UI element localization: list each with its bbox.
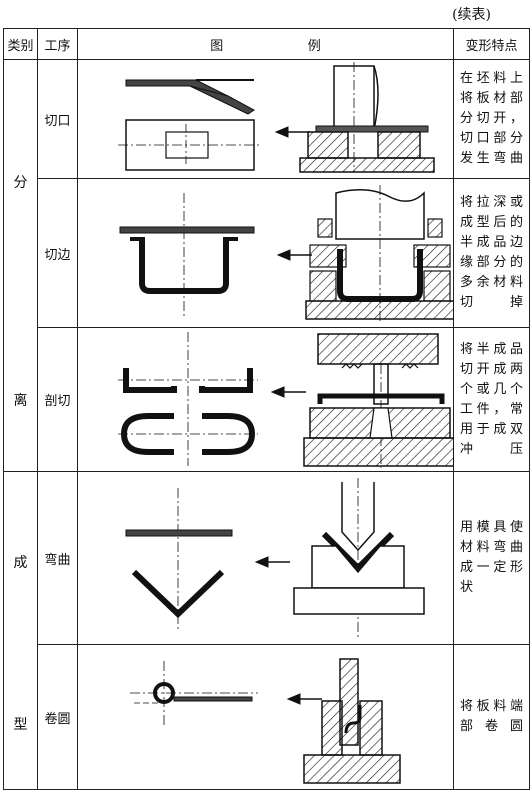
header-figure: 图例 xyxy=(77,28,454,60)
figure-curling xyxy=(77,644,454,790)
feature-cell: 将板料端部卷圆 xyxy=(453,644,530,790)
bending-diagram xyxy=(125,478,425,640)
table-row: 分 离 切口 xyxy=(3,59,530,472)
curling-diagram xyxy=(130,658,401,784)
header-category: 类别 xyxy=(3,28,38,60)
feature-cell: 将拉深或成型后的半成品边缘部分的多余材料切掉 xyxy=(453,178,530,328)
header-process: 工序 xyxy=(37,28,78,60)
category-char: 型 xyxy=(13,717,28,733)
category-separation: 分 离 xyxy=(3,59,38,472)
category-char: 分 xyxy=(13,175,28,191)
feature-cell: 在坯料上将板材部分切开，切口部分发生弯曲 xyxy=(453,59,530,179)
table-row: 切边 xyxy=(4,178,530,328)
table-row: 卷圆 xyxy=(4,644,530,790)
slitting-diagram xyxy=(118,332,454,468)
figure-trimming xyxy=(77,178,454,328)
header-row: 类别 工序 图例 变形特点 xyxy=(3,28,530,60)
process-cell: 切边 xyxy=(37,178,78,328)
figure-bending xyxy=(77,471,454,645)
category-char: 离 xyxy=(13,393,28,409)
header-feature: 变形特点 xyxy=(453,28,530,60)
category-forming: 成 型 xyxy=(3,471,38,790)
continued-label: (续表) xyxy=(452,7,491,23)
table-row: 剖切 xyxy=(4,327,530,472)
feature-cell: 将半成品切开成两个或几个工件，常用于成双冲压 xyxy=(453,327,530,472)
header-figure-right: 例 xyxy=(307,38,321,54)
category-char: 成 xyxy=(13,555,28,571)
process-table: 类别 工序 图例 变形特点 分 离 切口 xyxy=(3,28,530,790)
notching-diagram xyxy=(118,62,435,173)
process-cell: 弯曲 xyxy=(37,471,78,645)
figure-notching xyxy=(77,59,454,179)
process-cell: 剖切 xyxy=(37,327,78,472)
process-cell: 切口 xyxy=(37,59,78,179)
feature-cell: 用模具使材料弯曲成一定形状 xyxy=(453,471,530,645)
process-cell: 卷圆 xyxy=(37,644,78,790)
header-figure-left: 图 xyxy=(210,38,224,54)
trimming-diagram xyxy=(119,185,454,323)
table-row: 成 型 弯曲 用模具使材料弯曲成一定形状 xyxy=(3,471,530,790)
figure-slitting xyxy=(77,327,454,472)
